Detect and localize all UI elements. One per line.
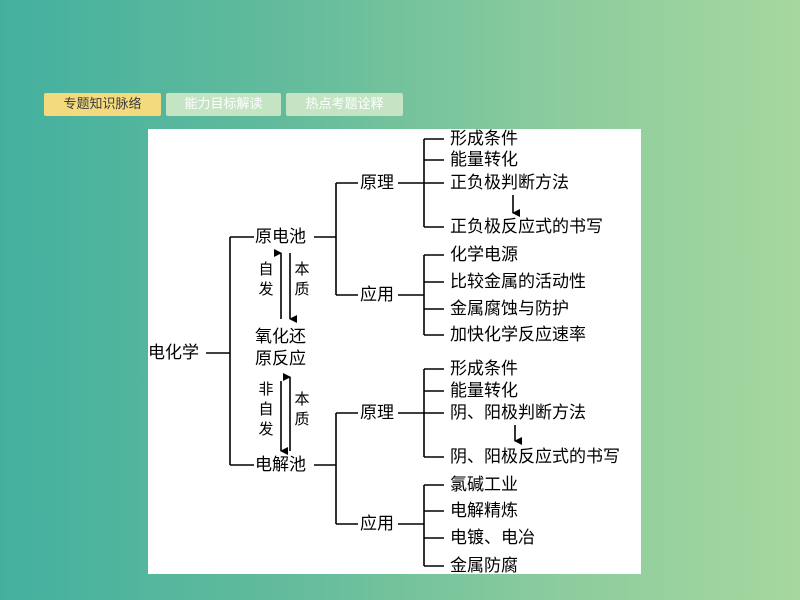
link-label-right: 质	[294, 280, 310, 298]
link-label-right: 本	[294, 260, 310, 278]
electrolytic-application-item: 氯碱工业	[450, 475, 518, 495]
electrolytic-principle-item: 能量转化	[450, 381, 518, 401]
link-label-left: 发	[258, 420, 274, 438]
redox-node-line2: 原反应	[255, 349, 306, 369]
galvanic-application-item: 加快化学反应速率	[450, 325, 586, 345]
galvanic-principle-item: 正负极反应式的书写	[450, 217, 603, 237]
link-label-left: 非	[258, 380, 274, 398]
galvanic-principle-item: 能量转化	[450, 150, 518, 170]
electrolytic-application-item: 金属防腐	[450, 556, 518, 576]
electrolytic-principle-item: 形成条件	[450, 359, 518, 379]
galvanic-application-item: 金属腐蚀与防护	[450, 299, 569, 319]
galvanic-application-item: 化学电源	[450, 245, 518, 265]
link-label-left: 自	[258, 400, 274, 418]
electrolytic-cell-node: 电解池	[255, 455, 306, 475]
galvanic-principle-item: 正负极判断方法	[450, 173, 569, 193]
galvanic-principle-item: 形成条件	[450, 129, 518, 149]
galvanic-principle-node: 原理	[360, 173, 394, 193]
galvanic-application-node: 应用	[360, 285, 394, 305]
concept-map: 电化学 原电池 原理 形成条件 能量转化 正负极判断方法 正负极反应式的书写 应…	[148, 129, 641, 576]
tab-knowledge-map[interactable]: 专题知识脉络	[44, 93, 161, 116]
root-node: 电化学	[148, 343, 199, 363]
electrolytic-principle-node: 原理	[360, 403, 394, 423]
electrolytic-application-item: 电解精炼	[450, 501, 518, 521]
tab-hot-topics[interactable]: 热点考题诠释	[286, 93, 403, 116]
electrolytic-application-node: 应用	[360, 514, 394, 534]
link-label-left: 自	[258, 260, 274, 278]
electrolytic-application-item: 电镀、电冶	[450, 528, 535, 548]
electrolytic-principle-item: 阴、阳极反应式的书写	[450, 447, 620, 467]
redox-node-line1: 氧化还	[255, 327, 306, 347]
tab-ability-goals[interactable]: 能力目标解读	[166, 93, 281, 116]
connector-lines	[206, 138, 522, 567]
electrolytic-principle-item: 阴、阳极判断方法	[450, 403, 586, 423]
galvanic-application-item: 比较金属的活动性	[450, 272, 586, 292]
link-label-right: 质	[294, 410, 310, 428]
galvanic-cell-node: 原电池	[255, 227, 306, 247]
link-label-right: 本	[294, 390, 310, 408]
link-label-left: 发	[258, 280, 274, 298]
